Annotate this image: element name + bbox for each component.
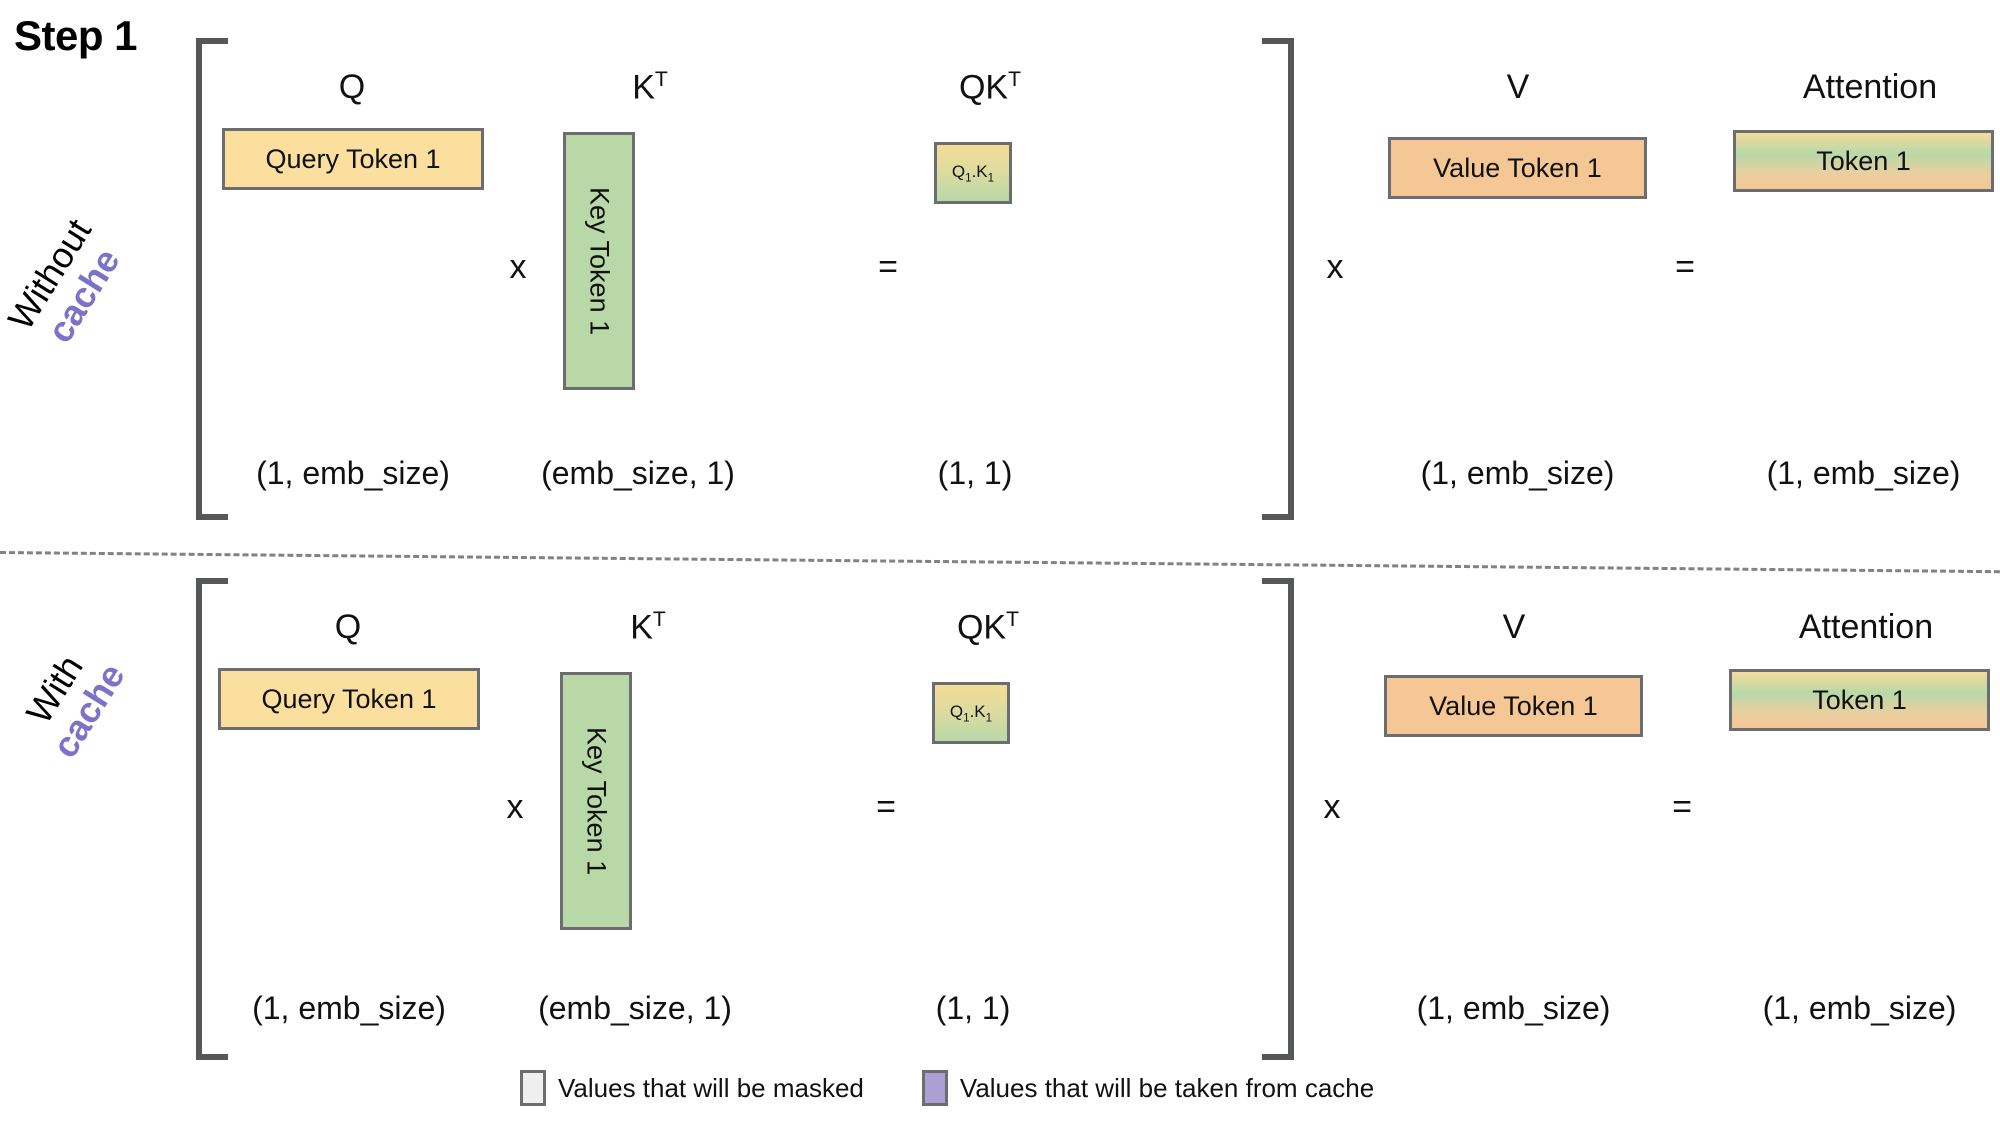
bracket-left-row2 [196,578,228,1060]
operator-equals-left-row1: = [878,248,898,286]
bracket-left-row1 [196,38,228,520]
row-label-with-cache: With cache [0,560,180,840]
operator-equals-right-row1: = [1675,248,1695,286]
dim-v-row2: (1, emb_size) [1416,990,1611,1026]
dim-qkt-row1: (1, 1) [937,455,1013,491]
dim-attention-row2: (1, emb_size) [1762,990,1957,1026]
qk-product-box-row2[interactable]: Q1.K1 [932,682,1010,744]
legend: Values that will be masked Values that w… [520,1070,1374,1106]
col-header-v-row1: V [1506,68,1530,106]
query-token-box-row1[interactable]: Query Token 1 [222,128,484,190]
legend-swatch-cached-icon [921,1070,948,1106]
key-token-box-row1[interactable]: Key Token 1 [563,132,635,390]
legend-item-cached: Values that will be taken from cache [921,1070,1375,1106]
dim-kt-row1: (emb_size, 1) [541,455,735,491]
dim-attention-row1: (1, emb_size) [1766,455,1961,491]
col-header-kt-row1: KT [632,68,668,107]
operator-multiply-right-row2: x [1323,788,1341,826]
dim-q-row1: (1, emb_size) [256,455,450,491]
query-token-box-row2[interactable]: Query Token 1 [218,668,480,730]
col-header-q-row2: Q [334,608,362,646]
legend-swatch-masked-icon [520,1070,546,1106]
operator-equals-left-row2: = [876,788,896,826]
operator-multiply-left-row2: x [506,788,524,826]
col-header-attention-row2: Attention [1798,608,1934,646]
bracket-right-row2 [1262,578,1294,1060]
operator-equals-right-row2: = [1672,788,1692,826]
col-header-qkt-row1: QKT [958,68,1021,107]
col-header-q-row1: Q [338,68,366,106]
row-label-without-cache: Without cache [0,145,175,425]
dim-kt-row2: (emb_size, 1) [538,990,732,1026]
dim-q-row2: (1, emb_size) [252,990,446,1026]
attention-token-box-row2[interactable]: Token 1 [1729,669,1990,731]
value-token-box-row2[interactable]: Value Token 1 [1384,675,1643,737]
section-divider [0,551,2000,574]
qk-label-row2: Q1.K1 [949,701,993,725]
dim-qkt-row2: (1, 1) [935,990,1011,1026]
value-token-box-row1[interactable]: Value Token 1 [1388,137,1647,199]
bracket-right-row1 [1262,38,1294,520]
operator-multiply-right-row1: x [1326,248,1344,286]
col-header-qkt-row2: QKT [956,608,1019,647]
legend-label-cached: Values that will be taken from cache [959,1072,1375,1103]
col-header-kt-row2: KT [630,608,666,647]
qk-product-box-row1[interactable]: Q1.K1 [934,142,1012,204]
dim-v-row1: (1, emb_size) [1420,455,1615,491]
legend-item-masked: Values that will be masked [520,1070,864,1106]
col-header-v-row2: V [1502,608,1526,646]
legend-label-masked: Values that will be masked [558,1072,864,1103]
page-title: Step 1 [14,12,138,59]
operator-multiply-left-row1: x [509,248,527,286]
key-token-box-row2[interactable]: Key Token 1 [560,672,632,930]
col-header-attention-row1: Attention [1802,68,1938,106]
attention-token-box-row1[interactable]: Token 1 [1733,130,1994,192]
qk-label-row1: Q1.K1 [951,161,995,185]
